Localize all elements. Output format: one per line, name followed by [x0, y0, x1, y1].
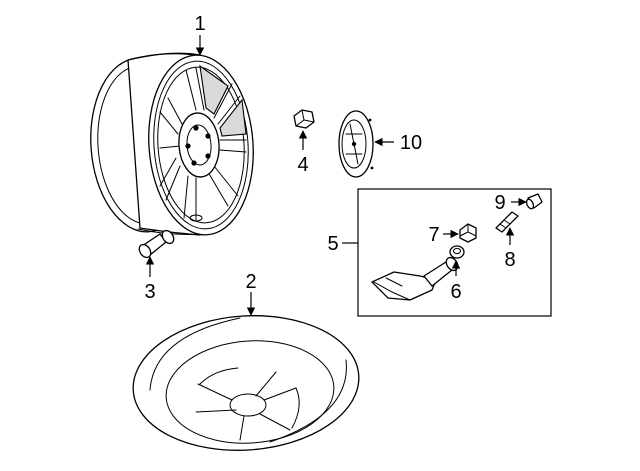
valve-nut: [459, 223, 477, 243]
valve-cap: [525, 193, 543, 210]
tire-assembly: [132, 315, 360, 451]
callout-labels: 1 2 3 4 5 6 7 8 9 10: [144, 13, 515, 303]
callout-3: 3: [144, 281, 155, 303]
lug-nut: [293, 109, 315, 129]
callout-8: 8: [504, 249, 515, 271]
alloy-wheel: [90, 52, 254, 236]
callout-7: 7: [428, 224, 439, 246]
callout-9: 9: [494, 192, 505, 214]
callout-5: 5: [327, 233, 338, 255]
callout-10: 10: [400, 132, 422, 154]
valve-grommet: [449, 245, 465, 259]
center-cap: [338, 110, 374, 178]
callout-2: 2: [245, 271, 256, 293]
callout-4: 4: [297, 154, 308, 176]
valve-stem: [138, 229, 175, 259]
valve-core: [495, 211, 519, 233]
leader-lines: [145, 35, 527, 316]
callout-6: 6: [450, 281, 461, 303]
callout-1: 1: [194, 13, 205, 35]
tpms-kit-box: [357, 188, 552, 317]
